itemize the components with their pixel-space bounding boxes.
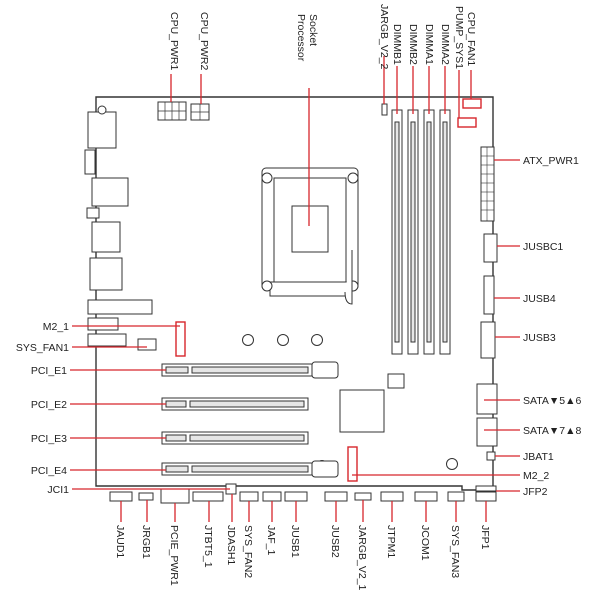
label-cpu-fan1: CPU_FAN1 xyxy=(465,12,477,66)
label-jusb1: JUSB1 xyxy=(289,525,301,558)
label-m2-2: M2_2 xyxy=(523,470,549,482)
label-pci-e4: PCI_E4 xyxy=(31,465,67,477)
label-pci-e2: PCI_E2 xyxy=(31,399,67,411)
dimm-slots xyxy=(391,109,451,355)
label-dimmb2: DIMMB2 xyxy=(407,24,419,65)
label-sata-7-8: SATA▼7▲8 xyxy=(523,425,581,437)
label-cpu-pwr1: CPU_PWR1 xyxy=(168,12,180,71)
sata-5-6-connector xyxy=(476,383,498,415)
label-jtpm1: JTPM1 xyxy=(385,525,397,558)
label-jfp1: JFP1 xyxy=(479,525,491,550)
small-chip xyxy=(387,373,405,389)
label-jfp2: JFP2 xyxy=(523,486,548,498)
jusb3-connector xyxy=(480,321,496,359)
label-jusb4: JUSB4 xyxy=(523,293,556,305)
label-processor-socket: Processor Socket xyxy=(295,14,319,64)
label-dimmb1: DIMMB1 xyxy=(391,24,403,65)
pump-sys1-header xyxy=(457,117,477,128)
label-processor-socket-text: Processor xyxy=(295,14,307,62)
bottom-headers xyxy=(109,483,497,504)
label-dimma1: DIMMA1 xyxy=(423,24,435,65)
label-jusb2: JUSB2 xyxy=(329,525,341,558)
label-processor-socket-line2: Socket xyxy=(307,14,319,46)
label-jrgb1: JRGB1 xyxy=(140,525,152,559)
sata-7-8-connector xyxy=(476,417,498,447)
label-sata-5-6: SATA▼5▲6 xyxy=(523,395,581,407)
jusb4-connector xyxy=(483,275,495,315)
atx-pwr1-connector xyxy=(480,146,495,222)
bottom-labels: JAUD1 JRGB1 PCIE_PWR1 JTBT5_1 JDASH1 SYS… xyxy=(114,525,491,591)
label-jusbc1: JUSBC1 xyxy=(523,241,563,253)
label-atx-pwr1: ATX_PWR1 xyxy=(523,155,579,167)
top-labels: CPU_PWR1 CPU_PWR2 Processor Socket JARGB… xyxy=(168,4,477,71)
label-sys-fan1: SYS_FAN1 xyxy=(16,342,69,354)
label-pci-e3: PCI_E3 xyxy=(31,433,67,445)
rear-io-area xyxy=(84,111,153,347)
label-jcom1: JCOM1 xyxy=(419,525,431,561)
label-jtbt5-1: JTBT5_1 xyxy=(202,525,214,568)
left-labels: M2_1 SYS_FAN1 PCI_E1 PCI_E2 PCI_E3 PCI_E… xyxy=(16,321,69,496)
label-jaf-1: JAF_1 xyxy=(265,525,277,556)
label-sys-fan3: SYS_FAN3 xyxy=(449,525,461,578)
label-cpu-pwr2: CPU_PWR2 xyxy=(198,12,210,71)
chipset xyxy=(339,389,385,433)
leader-lines xyxy=(70,56,520,522)
label-pump-sys1: PUMP_SYS1 xyxy=(453,6,465,69)
label-jusb3: JUSB3 xyxy=(523,332,556,344)
label-dimma2: DIMMA2 xyxy=(439,24,451,65)
m2-2-slot xyxy=(347,446,358,482)
right-labels: ATX_PWR1 JUSBC1 JUSB4 JUSB3 SATA▼5▲6 SAT… xyxy=(523,155,581,498)
label-pcie-pwr1: PCIE_PWR1 xyxy=(168,525,180,586)
label-pci-e1: PCI_E1 xyxy=(31,365,67,377)
cpu-fan1-header xyxy=(462,98,482,109)
jusbc1-connector xyxy=(483,233,498,263)
label-jbat1: JBAT1 xyxy=(523,451,554,463)
label-m2-1: M2_1 xyxy=(43,321,69,333)
sys-fan1-header xyxy=(137,338,157,351)
jargb-v2-2-header xyxy=(381,103,388,116)
label-jargb-v2-2: JARGB_V2_2 xyxy=(378,4,390,70)
m2-1-slot xyxy=(175,321,186,357)
jbat1-header xyxy=(486,451,496,461)
label-jargb-v2-1: JARGB_V2_1 xyxy=(356,525,368,591)
label-sys-fan2: SYS_FAN2 xyxy=(242,525,254,578)
processor-socket-drawing xyxy=(261,167,359,305)
label-jci1: JCI1 xyxy=(47,484,69,496)
label-jaud1: JAUD1 xyxy=(114,525,126,558)
label-jdash1: JDASH1 xyxy=(225,525,237,565)
